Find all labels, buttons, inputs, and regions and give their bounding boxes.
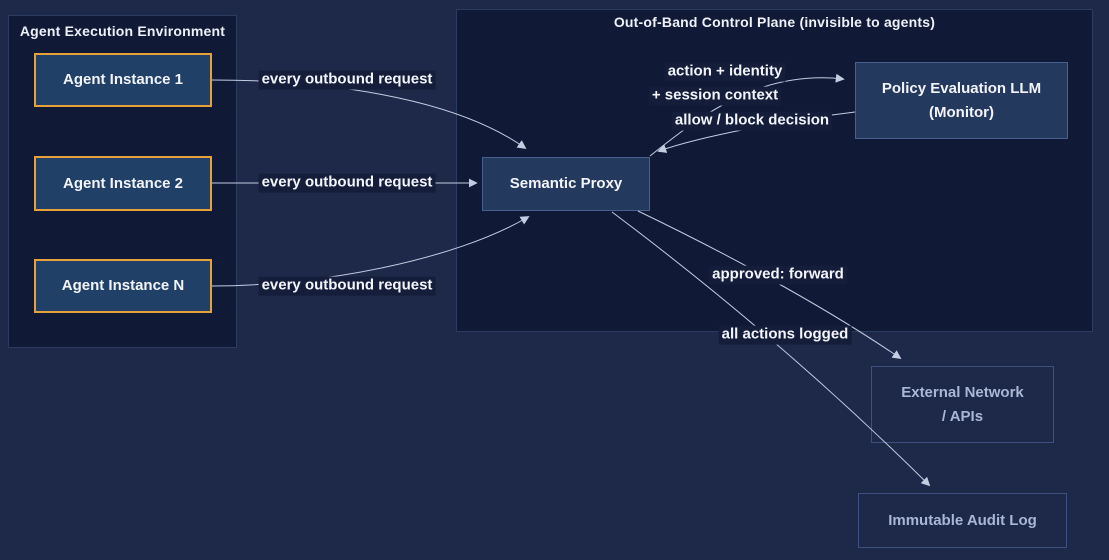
edge-label-outbound-request-3: every outbound request bbox=[258, 276, 436, 296]
edge-label-action-identity: action + identity bbox=[664, 62, 786, 82]
policy-evaluation-llm-label-line2: (Monitor) bbox=[929, 103, 994, 121]
policy-evaluation-llm-label-line1: Policy Evaluation LLM bbox=[881, 79, 1042, 97]
agent-instance-1-label: Agent Instance 1 bbox=[62, 71, 184, 88]
agent-execution-environment-title: Agent Execution Environment bbox=[19, 23, 226, 39]
edge-label-session-context: + session context bbox=[648, 86, 782, 106]
agent-instance-2-label: Agent Instance 2 bbox=[62, 174, 184, 192]
agent-instance-1-box: Agent Instance 1 bbox=[34, 53, 212, 107]
semantic-proxy-label: Semantic Proxy bbox=[509, 175, 623, 192]
edge-label-outbound-request-2: every outbound request bbox=[258, 173, 436, 193]
edge-label-outbound-request-1: every outbound request bbox=[258, 70, 436, 90]
edge-label-approved-forward: approved: forward bbox=[709, 265, 847, 285]
edge-label-all-actions-logged: all actions logged bbox=[718, 325, 852, 345]
external-network-label-line2: / APIs bbox=[941, 407, 984, 425]
agent-instance-2-box: Agent Instance 2 bbox=[34, 156, 212, 211]
external-network-apis-box: External Network / APIs bbox=[871, 366, 1054, 443]
semantic-proxy-box: Semantic Proxy bbox=[482, 157, 650, 211]
policy-evaluation-llm-box: Policy Evaluation LLM (Monitor) bbox=[855, 62, 1068, 139]
external-network-label-line1: External Network bbox=[901, 383, 1024, 401]
immutable-audit-log-box: Immutable Audit Log bbox=[858, 493, 1067, 548]
immutable-audit-log-label: Immutable Audit Log bbox=[888, 511, 1037, 529]
out-of-band-control-plane-title: Out-of-Band Control Plane (invisible to … bbox=[613, 14, 936, 30]
agent-instance-n-box: Agent Instance N bbox=[34, 259, 212, 313]
edge-label-allow-block-decision: allow / block decision bbox=[671, 111, 833, 131]
agent-instance-n-label: Agent Instance N bbox=[61, 277, 185, 294]
